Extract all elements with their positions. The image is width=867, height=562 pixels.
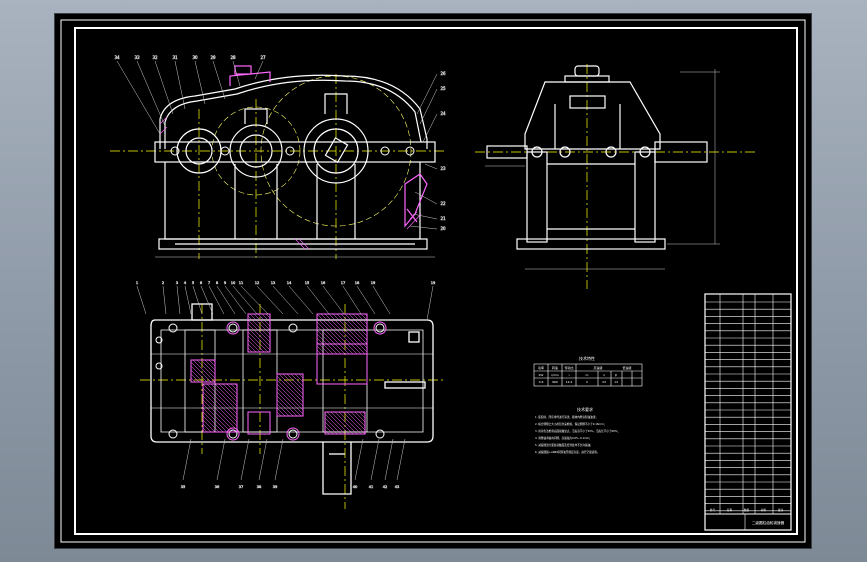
leader-number-bottom: 41: [369, 485, 374, 489]
leader-number-bottom: 42: [383, 485, 388, 489]
inner-frame: [74, 27, 798, 535]
table-cell: 960: [552, 380, 558, 384]
leader-number-front: 25: [440, 86, 446, 91]
leader-number-front: 32: [152, 55, 158, 60]
leader-lines-bottom: 35 36 37 38 39 40 41 42 43: [180, 438, 406, 489]
tech-req-line: 5. 减速器剖分面各接触面及密封处均不允许漏油；: [535, 443, 593, 447]
leader-number-top: 19: [431, 281, 436, 285]
table-cell: 14: [614, 380, 618, 384]
leader-number-top: 6: [200, 281, 203, 285]
outer-frame: [60, 19, 806, 543]
tech-req-line: 1. 装配前，所有零件进行清洗，箱体内壁涂耐油油漆；: [535, 415, 598, 419]
leader-number-front: 31: [172, 55, 178, 60]
leader-number-front: 26: [440, 71, 446, 76]
leader-number-top: 14: [287, 281, 292, 285]
leader-number-front: 34: [114, 55, 120, 60]
leader-number-top: 19: [371, 281, 376, 285]
leader-number-top: 18: [355, 281, 360, 285]
leader-number-bottom: 36: [215, 485, 220, 489]
leader-number-front: 24: [440, 111, 446, 116]
table-cell: m: [586, 373, 589, 377]
leader-number-top: 15: [305, 281, 310, 285]
table-cell: z: [603, 373, 605, 377]
leader-number-top: 17: [341, 281, 346, 285]
title-block: 件号 名称 数量 材料 备注 二级圆柱齿轮减速器: [704, 293, 792, 531]
tech-req-title: 技术要求: [577, 406, 593, 412]
leader-number-top: 11: [239, 281, 244, 285]
leader-number-bottom: 40: [353, 485, 358, 489]
leader-number-front: 28: [230, 55, 236, 60]
leader-number-top: 10: [231, 281, 236, 285]
title-block-header: 名称: [727, 508, 733, 512]
title-block-header: 材料: [761, 508, 767, 512]
table-cell: 2: [586, 380, 588, 384]
side-view: [475, 64, 755, 289]
table-title: 技术特性: [579, 355, 595, 361]
leader-number-top: 4: [184, 281, 187, 285]
leader-number-front: 29: [210, 55, 216, 60]
leader-number-bottom: 35: [181, 485, 186, 489]
table-cell: 14.4: [566, 380, 573, 384]
leader-number-top: 13: [271, 281, 276, 285]
leader-number-front: 30: [192, 55, 198, 60]
technical-requirements: 技术要求 1. 装配前，所有零件进行清洗，箱体内壁涂耐油油漆； 2. 啮合侧隙之大…: [535, 406, 620, 454]
leader-number-front: 20: [440, 226, 446, 231]
top-section-view: [140, 303, 445, 509]
leader-number-top: 7: [208, 281, 210, 285]
title-block-header: 数量: [744, 508, 750, 512]
leader-number-top: 5: [192, 281, 194, 285]
characteristic-table: 技术特性 功率 转速 传动比 高速级 低速级 kW r/min i m z β 3.6 960 14.4 2…: [533, 355, 643, 387]
table-cell: i: [569, 373, 570, 377]
leader-number-top: 12: [255, 281, 260, 285]
table-cell: kW: [539, 373, 544, 377]
drawing-name: 二级圆柱齿轮减速器: [752, 520, 785, 525]
leader-number-top: 9: [224, 281, 227, 285]
leader-number-front: 21: [440, 216, 446, 221]
tech-req-line: 4. 调整轴承轴向间隙，高速轴为0.05~0.1mm；: [535, 436, 592, 440]
title-block-header: 备注: [778, 508, 784, 512]
table-header-cell: 转速: [552, 365, 558, 370]
table-cell: β: [615, 373, 617, 377]
table-header-cell: 低速级: [622, 365, 631, 370]
front-view: [110, 65, 445, 259]
leader-number-top: 3: [176, 281, 178, 285]
leader-lines-front: 34 33 32 31 30 29 28 27 26 25 24 23 22 21 20: [114, 55, 446, 232]
title-block-header: 件号: [710, 508, 716, 512]
leader-number-front: 33: [134, 55, 140, 60]
leader-number-top: 2: [162, 281, 164, 285]
leader-number-bottom: 38: [257, 485, 262, 489]
leader-number-bottom: 43: [395, 485, 400, 489]
table-cell: 3.6: [539, 380, 544, 384]
leader-number-top: 1: [136, 281, 138, 285]
leader-number-front: 27: [260, 55, 266, 60]
table-cell: 23: [602, 380, 606, 384]
table-header-cell: 高速级: [593, 365, 602, 370]
leader-number-top: 16: [321, 281, 326, 285]
table-header-cell: 功率: [538, 365, 544, 370]
leader-number-bottom: 37: [239, 485, 244, 489]
leader-number-front: 22: [440, 201, 446, 206]
table-cell: r/min: [551, 373, 559, 377]
tech-req-line: 6. 减速器装L-AN68润滑油至规定高度，进行空载试验。: [535, 450, 599, 454]
leader-number-top: 8: [216, 281, 219, 285]
table-header-cell: 传动比: [564, 365, 573, 370]
leader-number-front: 23: [440, 166, 446, 171]
tech-req-line: 3. 用涂色法检验齿面接触斑点，沿齿高不小于45%，沿齿长不小于60%；: [535, 429, 620, 433]
tech-req-line: 2. 啮合侧隙之大小用铅丝来检验，保证侧隙不小于0.16mm；: [535, 422, 606, 426]
leader-number-bottom: 39: [273, 485, 278, 489]
